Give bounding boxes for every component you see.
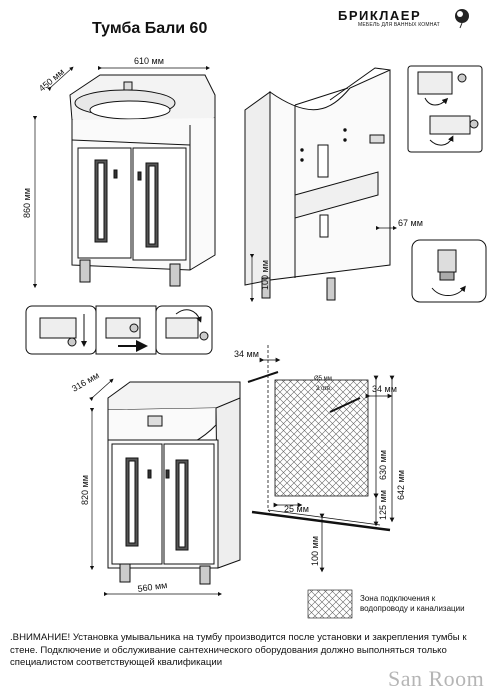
warning-note: .ВНИМАНИЕ! Установка умывальника на тумб…	[10, 632, 467, 668]
watermark: San Room	[388, 666, 485, 691]
dim-hole-diameter: Ø5 мм	[314, 376, 332, 382]
legend-label: Зона подключения к водопроводу и канализ…	[360, 594, 465, 613]
bracket-mounting-steps	[25, 305, 213, 355]
dim-wall-34-right: 34 мм	[372, 384, 397, 394]
hinge-detail-panel	[407, 65, 483, 153]
vanity-front-drawing	[107, 381, 241, 585]
brand-logo: БРИКЛАЕР МЕБЕЛЬ ДЛЯ ВАННЫХ КОМНАТ	[338, 8, 478, 28]
dim-depth-top: 450 мм	[37, 67, 66, 94]
dim-inset-67: 67 мм	[398, 218, 423, 228]
vanity-with-basin-drawing	[69, 74, 216, 287]
dim-wall-125: 125 мм	[378, 490, 388, 520]
product-title: Тумба Бали 60	[92, 20, 208, 37]
legend-swatch	[307, 589, 353, 619]
dim-wall-630: 630 мм	[378, 450, 388, 480]
leg-adjustment-detail	[411, 239, 487, 303]
wall-mounting-plan	[247, 345, 395, 573]
dim-height-body: 820 мм	[80, 475, 90, 505]
dim-hole-count: 2 отв.	[316, 386, 332, 392]
dim-height-total: 860 мм	[22, 188, 32, 218]
rose-icon	[455, 9, 469, 29]
dim-width-bottom: 560 мм	[137, 580, 168, 594]
dim-wall-34-left: 34 мм	[234, 349, 259, 359]
dim-wall-25: 25 мм	[284, 504, 309, 514]
open-cabinet-carcass-drawing	[244, 67, 391, 301]
dim-width-top: 610 мм	[134, 56, 164, 66]
dim-leg-height: 100 мм	[260, 260, 270, 290]
brand-name: БРИКЛАЕР	[338, 8, 422, 23]
dim-depth-bottom: 316 мм	[70, 370, 101, 394]
dim-wall-642: 642 мм	[396, 470, 406, 500]
brand-tagline: МЕБЕЛЬ ДЛЯ ВАННЫХ КОМНАТ	[358, 22, 440, 28]
dim-wall-100: 100 мм	[310, 536, 320, 566]
